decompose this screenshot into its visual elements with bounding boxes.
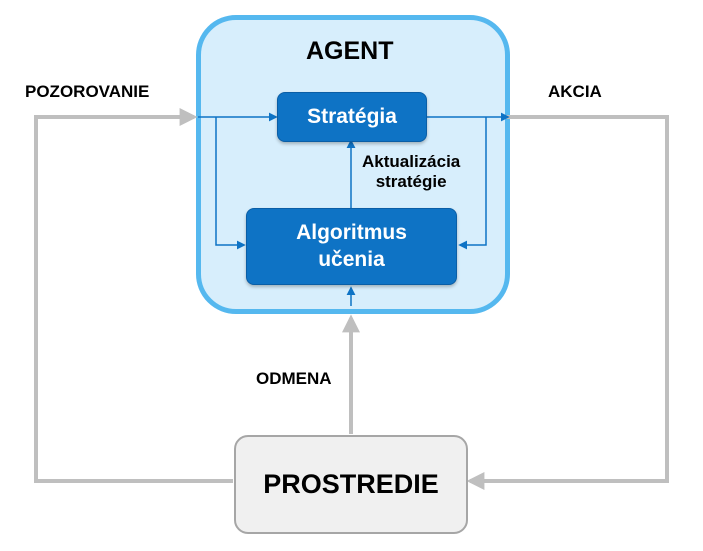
entry-to-learning-arrow bbox=[215, 117, 246, 250]
policy-update-label: Aktualizácia stratégie bbox=[362, 152, 461, 192]
action-feedback-arrow bbox=[458, 117, 487, 250]
action-arrow bbox=[466, 115, 669, 490]
strategy-node: Stratégia bbox=[277, 92, 427, 142]
learning-algorithm-label: Algoritmus učenia bbox=[296, 221, 407, 271]
learning-algorithm-node: Algoritmus učenia bbox=[246, 208, 457, 285]
reward-label: ODMENA bbox=[256, 369, 332, 388]
agent-title: AGENT bbox=[306, 37, 394, 65]
environment-label: PROSTREDIE bbox=[263, 469, 439, 499]
environment-node: PROSTREDIE bbox=[234, 435, 468, 534]
observation-arrow bbox=[34, 108, 233, 483]
strategy-label: Stratégia bbox=[307, 104, 397, 128]
observation-label: POZOROVANIE bbox=[25, 82, 150, 101]
action-label: AKCIA bbox=[548, 82, 602, 101]
